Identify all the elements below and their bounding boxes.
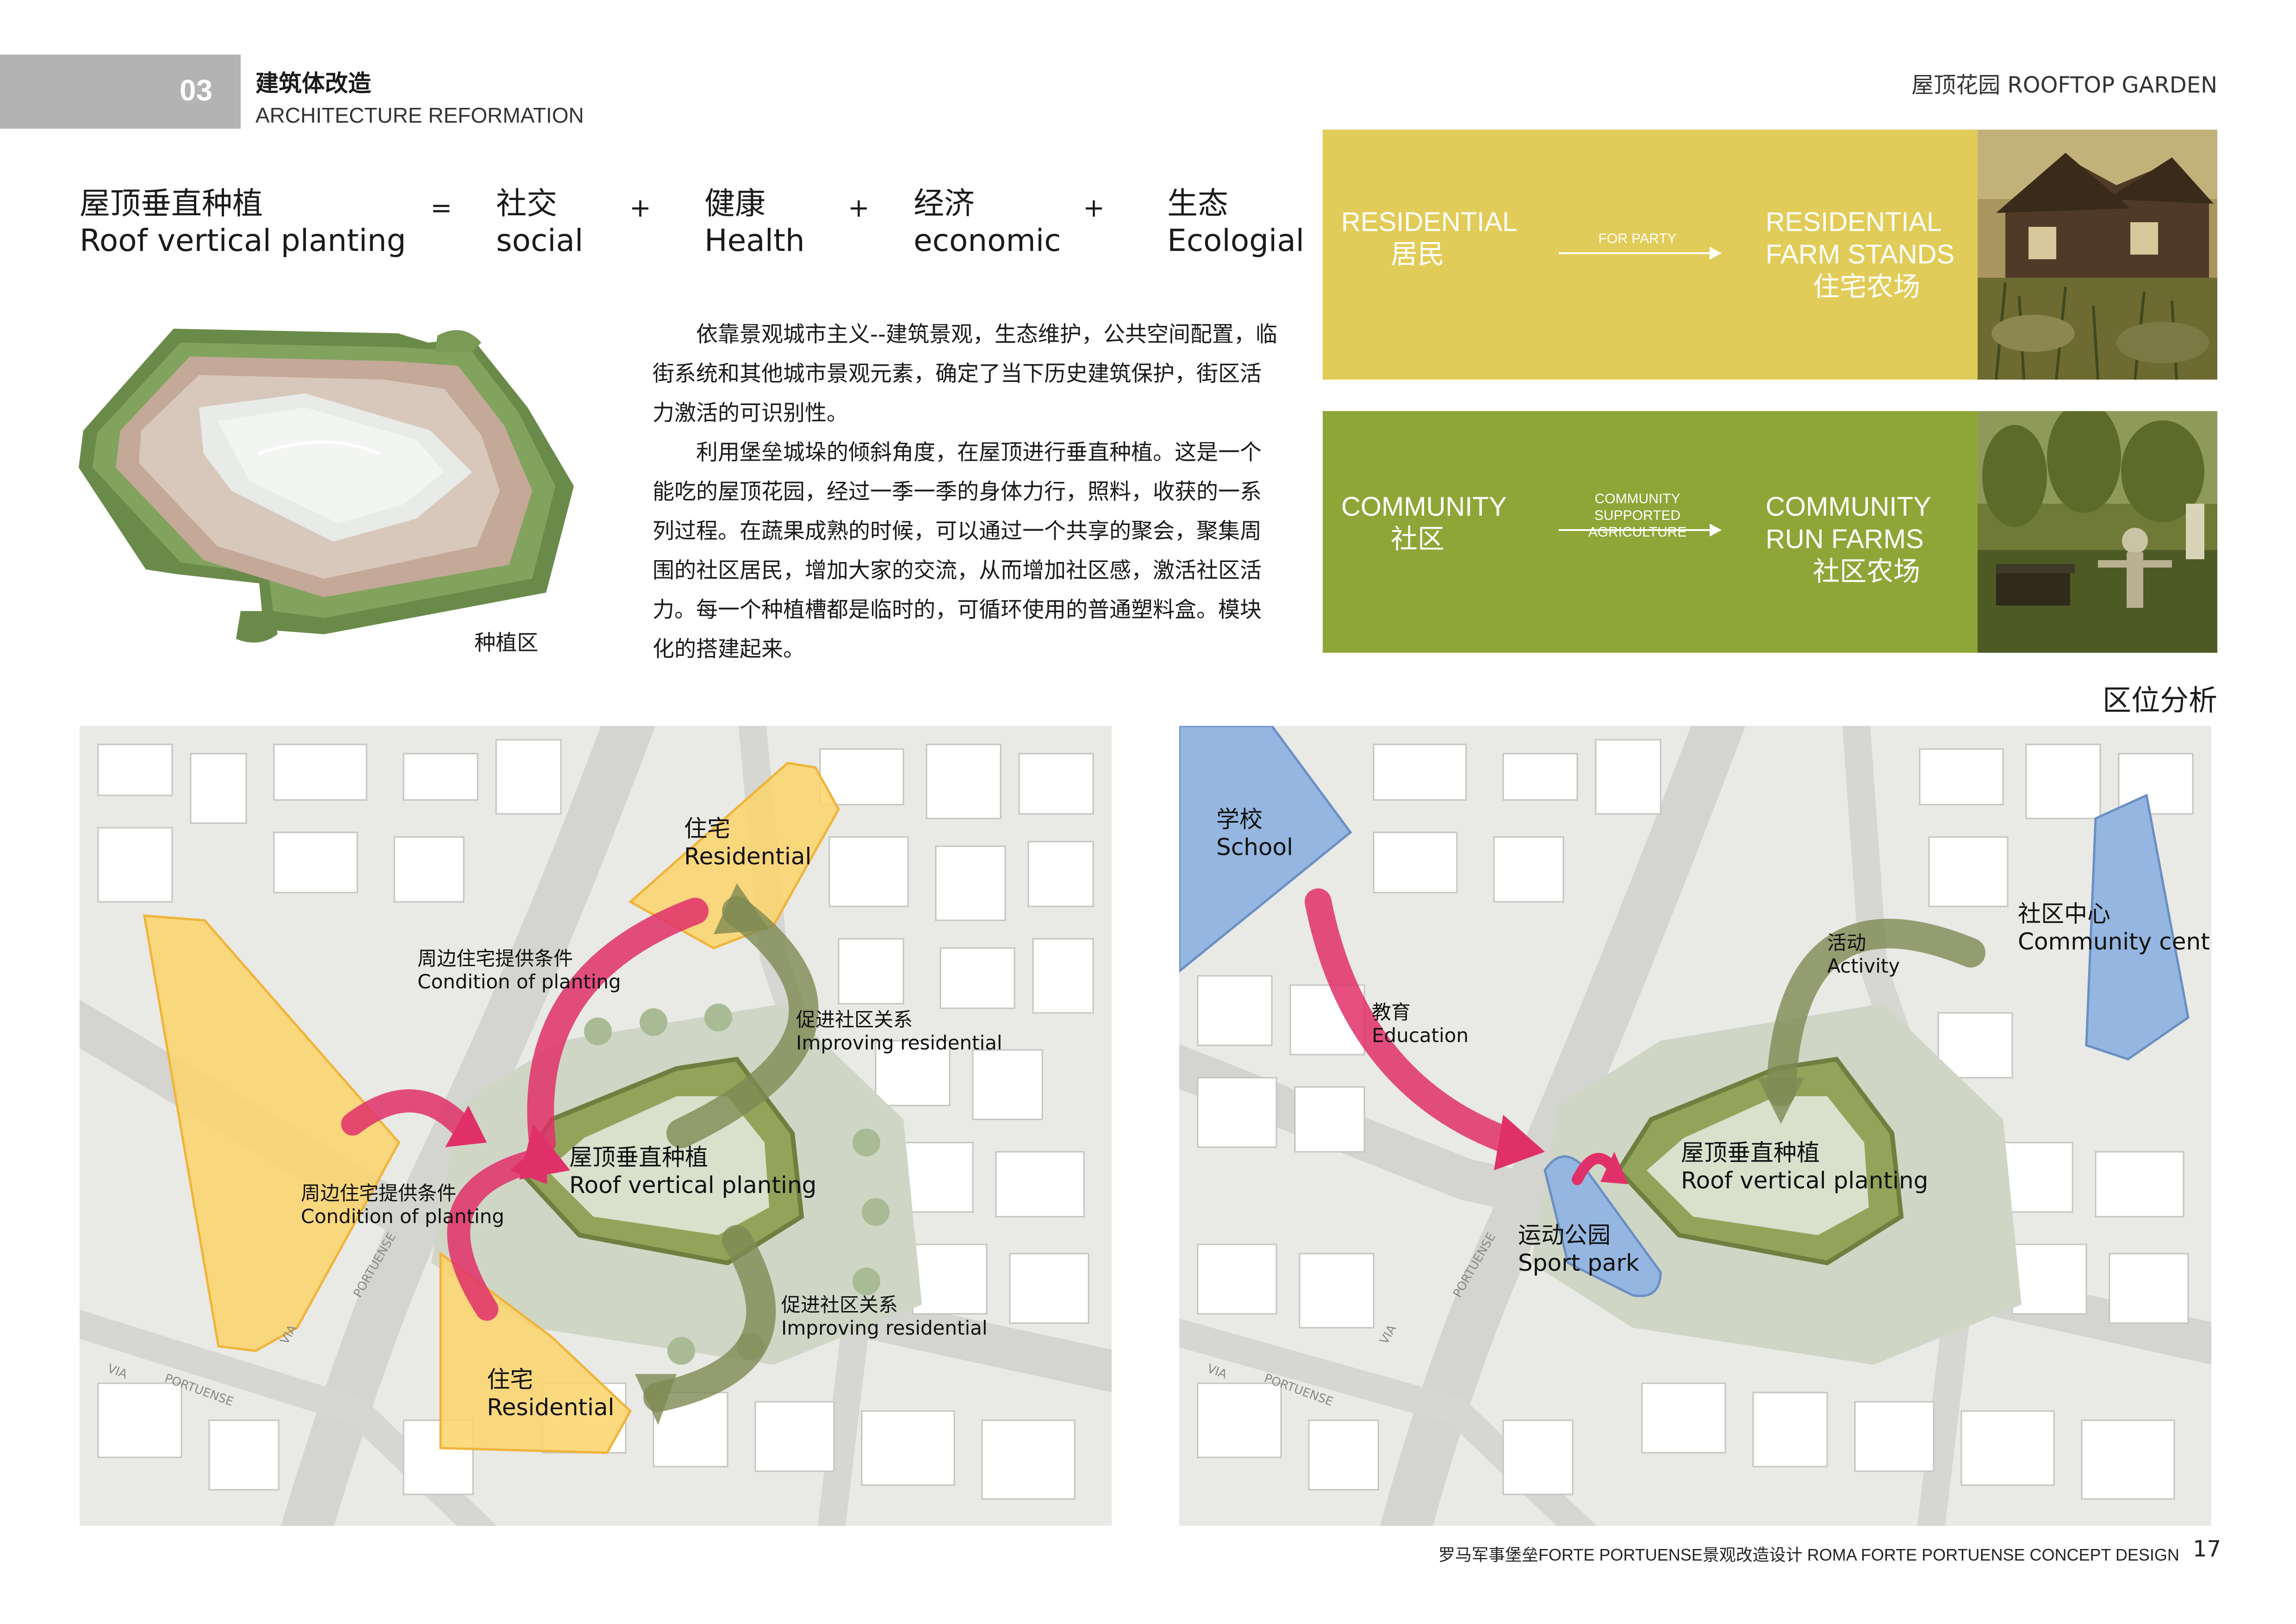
roof-planting-right-cn: 屋顶垂直种植: [1681, 1139, 1820, 1166]
sport-park-label: 运动公园 Sport park: [1518, 1221, 1639, 1277]
community-cn: 社区中心: [2018, 900, 2110, 927]
panel2-arrow-head-icon: [1710, 524, 1722, 537]
location-analysis-title: 区位分析: [2102, 683, 2217, 717]
panel1-from-cn: 居民: [1391, 239, 1445, 269]
panel2-from-cn: 社区: [1391, 524, 1445, 554]
impr-top-label: 促进社区关系 Improving residential: [796, 1008, 1002, 1055]
school-en: School: [1216, 834, 1293, 861]
section-title-en: ARCHITECTURE REFORMATION: [255, 103, 584, 127]
community-center-label: 社区中心 Community cente: [2018, 900, 2211, 956]
res-bottom-cn: 住宅: [487, 1366, 533, 1393]
panel1-from-en: RESIDENTIAL: [1341, 207, 1518, 237]
panel2-arrow-label: COMMUNITY SUPPORTED AGRICULTURE: [1588, 491, 1687, 540]
panel1-arrow: [1559, 252, 1711, 254]
res-top-label: 住宅 Residential: [684, 815, 811, 870]
panel1-to-en-1: RESIDENTIAL: [1766, 207, 1942, 237]
sport-cn: 运动公园: [1518, 1222, 1611, 1249]
term-economic-en: economic: [914, 223, 1061, 258]
impr-top-cn: 促进社区关系: [796, 1008, 913, 1031]
cond-top-en: Condition of planting: [417, 970, 621, 993]
school-label: 学校 School: [1216, 806, 1293, 861]
activity-en: Activity: [1827, 955, 1900, 977]
garden-house-photo: [1978, 130, 2217, 380]
community-panel: [1323, 411, 1978, 653]
term-health-cn: 健康: [704, 186, 765, 221]
panel1-to-cn: 住宅农场: [1813, 272, 1921, 302]
term-ecological-en: Ecologial: [1167, 223, 1305, 258]
panel2-to-cn: 社区农场: [1813, 556, 1921, 587]
term-health: 健康 Health: [704, 185, 805, 259]
impr-top-en: Improving residential: [796, 1031, 1002, 1054]
term-ecological: 生态 Ecologial: [1167, 185, 1304, 259]
community-farm-photo: [1978, 411, 2217, 653]
equation-lhs: 屋顶垂直种植 Roof vertical planting: [80, 185, 406, 259]
cond-left-en: Condition of planting: [301, 1205, 504, 1228]
school-cn: 学校: [1216, 806, 1263, 833]
section-number-block: [0, 55, 241, 129]
panel1-arrow-head-icon: [1710, 247, 1722, 260]
impr-bottom-label: 促进社区关系 Improving residential: [781, 1293, 988, 1340]
term-social: 社交 social: [496, 185, 583, 259]
term-social-cn: 社交: [496, 186, 557, 221]
section-title-cn: 建筑体改造: [255, 70, 371, 97]
res-bottom-en: Residential: [487, 1394, 615, 1421]
education-cn: 教育: [1372, 1001, 1411, 1024]
panel1-arrow-label: FOR PARTY: [1598, 231, 1677, 246]
term-economic-cn: 经济: [914, 186, 975, 221]
page-topic-title: 屋顶花园 ROOFTOP GARDEN: [1911, 72, 2217, 98]
panel2-to-en-2: RUN FARMS: [1766, 524, 1924, 554]
term-ecological-cn: 生态: [1167, 186, 1228, 221]
cond-left-label: 周边住宅提供条件 Condition of planting: [301, 1182, 504, 1228]
panel2-from-en: COMMUNITY: [1341, 492, 1507, 522]
section-number: 03: [180, 74, 213, 107]
res-bottom-label: 住宅 Residential: [487, 1366, 614, 1421]
roof-planting-right-en: Roof vertical planting: [1681, 1167, 1929, 1194]
equation-lhs-en: Roof vertical planting: [80, 223, 406, 258]
cond-top-cn: 周边住宅提供条件: [417, 947, 573, 970]
res-top-cn: 住宅: [684, 815, 730, 842]
impr-bottom-en: Improving residential: [781, 1317, 988, 1339]
term-economic: 经济 economic: [914, 185, 1061, 259]
activity-label: 活动 Activity: [1827, 931, 1900, 978]
roof-planting-label: 屋顶垂直种植 Roof vertical planting: [569, 1143, 816, 1199]
plus-sign-3: +: [1083, 193, 1105, 223]
equation-lhs-cn: 屋顶垂直种植: [80, 186, 263, 221]
fort-aerial-image: [65, 315, 579, 648]
map-left: 住宅 Residential 周边住宅提供条件 Condition of pla…: [80, 726, 1112, 1526]
residential-panel: [1323, 130, 1978, 380]
community-en: Community cente: [2018, 928, 2211, 955]
page-number: 17: [2193, 1536, 2221, 1562]
cond-left-cn: 周边住宅提供条件: [301, 1182, 457, 1205]
cond-top-label: 周边住宅提供条件 Condition of planting: [417, 947, 621, 993]
map-right: 学校 School 社区中心 Community cente 活动 Activi…: [1179, 726, 2211, 1526]
activity-cn: 活动: [1827, 931, 1867, 954]
description-text: 依靠景观城市主义--建筑景观，生态维护，公共空间配置，临街系统和其他城市景观元素…: [653, 315, 1277, 669]
sport-en: Sport park: [1518, 1249, 1640, 1276]
plus-sign-1: +: [629, 193, 651, 223]
roof-planting-label-right: 屋顶垂直种植 Roof vertical planting: [1681, 1139, 1928, 1194]
planting-area-caption: 种植区: [474, 630, 538, 655]
panel2-arrow: [1559, 529, 1711, 531]
term-social-en: social: [496, 223, 584, 258]
footer-text: 罗马军事堡垒FORTE PORTUENSE景观改造设计 ROMA FORTE P…: [1438, 1545, 2179, 1564]
panel2-to-en-1: COMMUNITY: [1766, 492, 1931, 522]
roof-planting-cn: 屋顶垂直种植: [569, 1144, 708, 1171]
panel1-to-en-2: FARM STANDS: [1766, 239, 1955, 269]
equals-sign: =: [430, 193, 452, 223]
paragraph-2: 利用堡垒城垛的倾斜角度，在屋顶进行垂直种植。这是一个能吃的屋顶花园，经过一季一季…: [653, 440, 1262, 662]
res-top-en: Residential: [684, 843, 812, 870]
education-label: 教育 Education: [1372, 1001, 1468, 1047]
education-en: Education: [1372, 1024, 1469, 1047]
impr-bottom-cn: 促进社区关系: [781, 1293, 898, 1316]
paragraph-1: 依靠景观城市主义--建筑景观，生态维护，公共空间配置，临街系统和其他城市景观元素…: [653, 322, 1277, 426]
roof-planting-en: Roof vertical planting: [569, 1172, 817, 1199]
term-health-en: Health: [704, 223, 805, 258]
plus-sign-2: +: [848, 193, 870, 223]
